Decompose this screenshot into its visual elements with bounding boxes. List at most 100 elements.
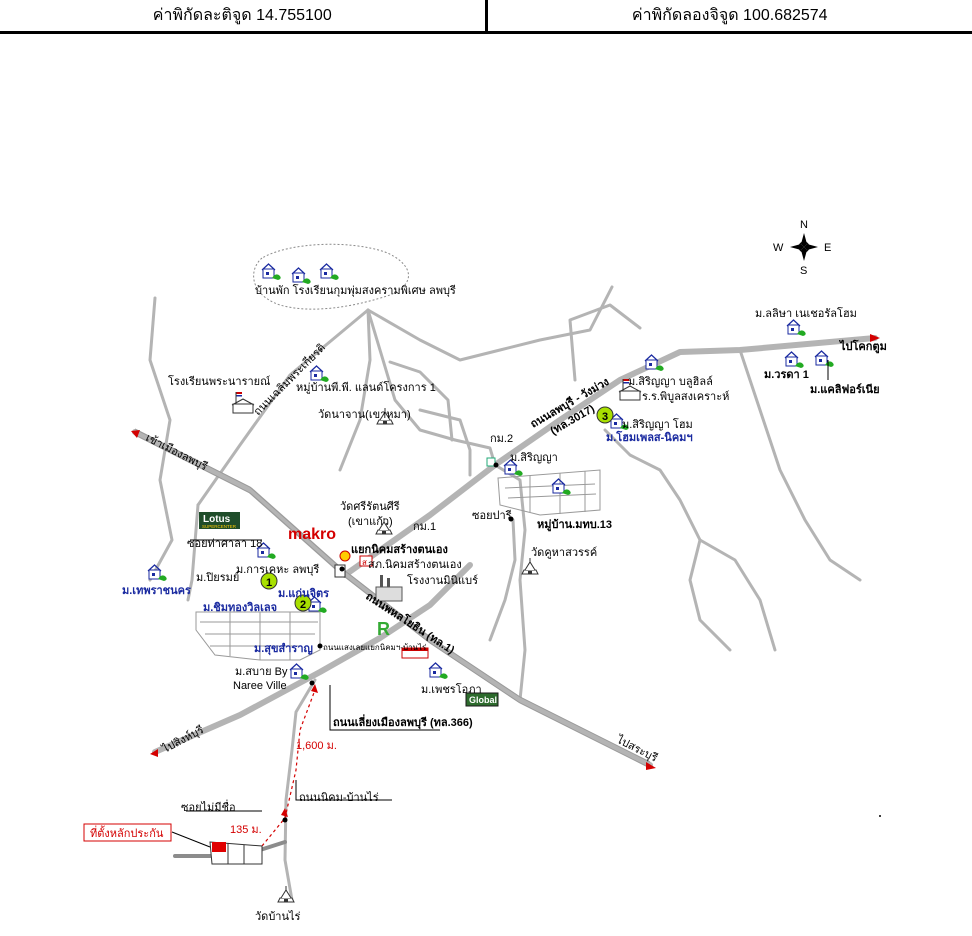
label-yaek-nikhom: แยกนิคมสร้างตนเอง [351,543,448,556]
global-logo: Global [465,692,499,707]
label-m-california: ม.แคลิฟอร์เนีย [810,383,880,396]
label-m-suksaran: ม.สุขสำราญ [254,642,313,656]
label-bypass: ถนนเลี่ยงเมืองลพบุรี (ทล.366) [333,714,473,730]
junction-dots [282,462,881,823]
housing-estate-grid [195,611,321,661]
marker-2-label: 2 [300,599,306,611]
label-to-muang: เข้าเมืองลพบุรี [144,431,210,473]
label-thanon-saeng: ถนนแสงเลยแยกนิคมฯ-บ้านไร่ [323,643,427,652]
label-soi-pari: ซอยปารี [472,509,512,522]
compass-n: N [800,219,808,231]
lotus-sub-label: SUPERCENTER [202,524,237,529]
label-wat-khuha: วัดคูหาสวรรค์ [531,546,597,559]
label-ban-phak: บ้านพัก โรงเรียนกุมพุ่มสงครามพิเศษ ลพบุร… [255,283,456,297]
house-icon [784,351,805,369]
label-m-siriya: ม.สิริญญา [510,452,558,464]
label-wat-srirattana: วัดศรีรัตนศีรี [340,500,400,513]
label-rr-phibul: ร.ร.พิบูลสงเคราะห์ [642,390,729,403]
lotus-label: Lotus [203,514,231,525]
police-icon: ส [359,555,373,567]
label-m-chimthong: ม.ชิมทองวิลเลจ [203,601,277,614]
label-km1: กม.1 [413,521,436,533]
label-m-sabai: ม.สบาย By [235,666,288,678]
robinson-icon: R [377,619,390,639]
mbor13-grid [497,469,601,516]
road-phaholyothin [132,429,653,768]
shop-icon [401,647,429,659]
label-m-lalisa: ม.ลลิษา เนเชอรัลโฮม [755,306,857,320]
lotus-logo: Lotus SUPERCENTER [199,512,240,529]
label-m-sirinya-home: ม.สิริญญา โฮม [622,417,693,431]
compass-s: S [800,265,807,277]
label-dist135: 135 ม. [230,824,262,836]
house-icon [786,319,807,337]
makro-logo: makro [288,526,336,543]
house-icon [261,263,282,281]
arrow-to-muang [131,430,140,438]
road-bypass-366 [152,562,473,755]
label-thanon-nikhom-banrai: ถนนนิคม-บ้านไร่ [299,791,379,804]
house-icon [147,564,168,582]
factory-icon [375,575,403,602]
label-km2: กม.2 [490,433,513,445]
leader-lines [171,360,829,848]
road-lopburi-wangmuang [342,335,878,578]
temple-icon [521,557,539,575]
compass-w: W [773,242,784,254]
svg-text:ส: ส [362,558,367,567]
label-m-phetchara: ม.เพชรโอภา [421,682,482,696]
coordinate-header: ค่าพิกัดละติจูด 14.755100 ค่าพิกัดลองจิจ… [0,0,972,34]
arrow-to-khokthum [870,334,880,342]
fuel-icon [334,550,351,578]
house-icon [309,365,330,383]
label-m-sirinya-bu: ม.สิริญญา บลูฮิลล์ [628,375,713,388]
label-rongrian-narai: โรงเรียนพระนารายณ์ [168,374,270,388]
global-label: Global [469,695,497,705]
label-m-kaenjit: ม.แก่นจิตร [278,587,329,600]
label-wat-banrai: วัดบ้านไร่ [255,910,301,923]
marker-1: 1 [260,572,278,590]
route-dashed [261,689,316,847]
house-icons [147,263,835,681]
label-dist1600: 1,600 ม. [296,740,337,752]
marker-1-label: 1 [266,577,272,589]
house-icon [814,350,835,368]
marker-3: 3 [596,406,614,424]
label-to-khokthum: ไปโคกตูม [838,339,887,354]
label-soi-thasala: ซอยท่าศาลา 18 [187,538,262,550]
label-naree-ville: Naree Ville [233,680,287,692]
label-m-homeplace: ม.โฮมเพลส-นิคมฯ [606,430,693,444]
house-icon [291,267,312,285]
house-icon [319,263,340,281]
label-collateral: ที่ตั้งหลักประกัน [90,825,164,840]
arrow-to-singburi [150,749,158,757]
compass-icon: N S W E [773,219,831,277]
marker-2: 2 [294,594,312,612]
marker-3-label: 3 [602,411,608,423]
label-pp-land: หมู่บ้านพี.พี. แลนด์โครงการ 1 [296,380,436,394]
collateral-box [83,823,172,842]
seven-eleven-icon [486,457,496,467]
label-sak-nikhom: สภ.นิคมสร้างตนเอง [368,559,462,571]
label-wat-srirattana2: (เขาแก้ว) [348,516,393,528]
latitude-cell: ค่าพิกัดละติจูด 14.755100 [0,0,488,31]
label-m-karkeha: ม.การเคหะ ลพบุรี [236,563,319,576]
road-nikhom-banrai [283,678,317,902]
label-wat-nachan: วัดนาจาน(เขาหมา) [318,409,411,421]
label-rongngan-minebea: โรงงานมินิแบร์ [407,573,478,587]
road-chaloem [196,308,370,507]
label-m-bor13: หมู่บ้าน.มทบ.13 [537,518,612,532]
svg-text:R: R [377,619,390,639]
house-icon [289,663,310,681]
label-m-piyarom: ม.ปิยรมย์ [196,571,239,584]
compass-e: E [824,242,831,254]
house-icon [551,478,572,496]
label-m-thepsachon: ม.เทพราชนคร [122,585,191,597]
collateral-site [209,841,263,865]
longitude-cell: ค่าพิกัดลองจิจูด 100.682574 [631,7,828,24]
label-soi-mai-mi-chue: ซอยไม่มีชื่อ [181,799,236,814]
map-labels: บ้านพัก โรงเรียนกุมพุ่มสงครามพิเศษ ลพบุร… [90,283,887,923]
arrow-to-saraburi [646,762,656,770]
house-icon [428,662,449,680]
